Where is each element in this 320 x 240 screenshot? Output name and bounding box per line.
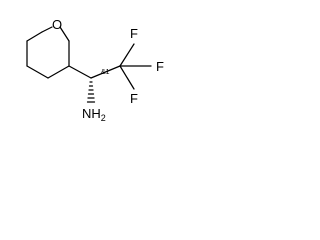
tetrahydropyran-ring xyxy=(26,26,70,79)
bond-c-f-top xyxy=(119,43,135,67)
ring-bond-c5-c6 xyxy=(26,31,43,42)
fluorine-label-top: F xyxy=(130,26,138,41)
ring-bond-c3-c4 xyxy=(26,65,49,79)
bond-stereocenter-to-cf3 xyxy=(90,65,121,79)
bond-c-f-bottom xyxy=(119,65,135,90)
ring-bond-c2-c3 xyxy=(47,65,70,79)
molecule-structure: O F F F NH2 &1 xyxy=(26,17,164,123)
ring-bond-c6-o xyxy=(41,26,53,33)
fluorine-label-bottom: F xyxy=(130,91,138,106)
hashed-wedge-bond xyxy=(86,81,96,103)
oxygen-label: O xyxy=(52,17,62,32)
fluorine-label-right: F xyxy=(156,59,164,74)
ring-bond-o-c2 xyxy=(59,26,70,42)
bond-ring-to-stereocenter xyxy=(68,65,92,79)
stereo-annotation: &1 xyxy=(101,69,110,76)
amine-label: NH2 xyxy=(82,106,106,123)
